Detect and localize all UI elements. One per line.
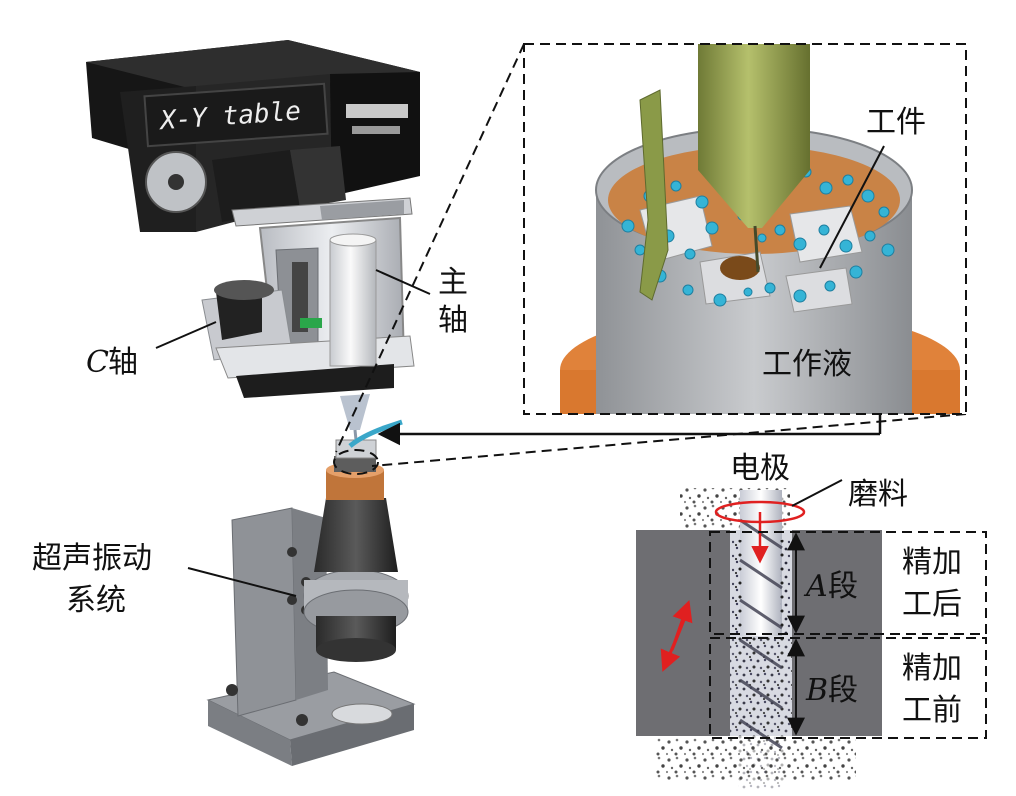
vibration-arrow <box>660 600 693 672</box>
label-seg-a-suffix: 段 <box>828 569 858 604</box>
label-ultrasonic-1: 超声振动 <box>32 541 152 576</box>
label-c-axis-suffix: 轴 <box>108 345 138 380</box>
spindle-carriage <box>201 216 415 451</box>
label-before-2: 工前 <box>902 693 962 728</box>
edm-machine-illustration: X-Y table <box>86 40 420 766</box>
machining-zone-inset <box>523 43 967 415</box>
spindle-cylinder <box>329 239 377 367</box>
label-fluid: 工作液 <box>762 347 852 382</box>
label-seg-a-letter: A <box>803 569 828 604</box>
inset-electrode <box>698 44 810 170</box>
xy-table: X-Y table <box>86 40 420 232</box>
label-electrode: 电极 <box>730 451 790 486</box>
label-before-1: 精加 <box>902 651 962 686</box>
label-c-axis-letter: C <box>86 345 109 380</box>
label-abrasive: 磨料 <box>848 477 908 512</box>
label-after-1: 精加 <box>902 545 962 580</box>
labels: 主 轴 C 轴 超声振动 系统 工件 工作液 电极 磨料 A 段 B 段 精加 … <box>32 105 962 728</box>
label-spindle-1: 主 <box>438 265 468 300</box>
label-after-2: 工后 <box>902 587 962 622</box>
ultrasonic-stand <box>206 419 416 766</box>
zoom-guide-lines <box>333 43 967 475</box>
electrode-detail <box>636 488 987 790</box>
label-seg-b-letter: B <box>805 673 828 708</box>
leader-lines <box>155 145 885 597</box>
label-ultrasonic-2: 系统 <box>66 583 126 618</box>
label-spindle-2: 轴 <box>438 303 468 338</box>
label-seg-b-suffix: 段 <box>828 673 858 708</box>
label-workpiece: 工件 <box>866 105 926 140</box>
